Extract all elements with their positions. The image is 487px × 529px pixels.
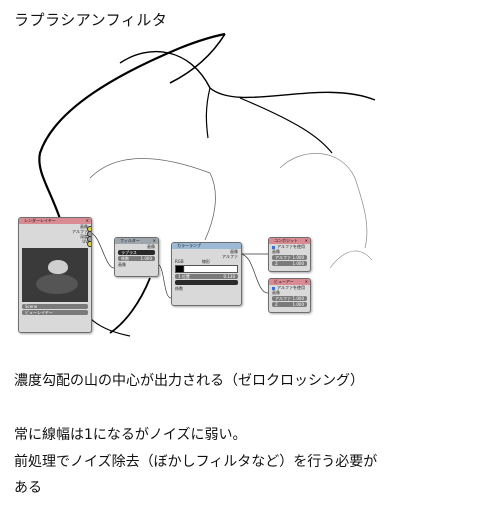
laplacian-figure: レンダーレイヤー ✕ 画像 アルファ 深度 UV Scene ビューレイヤー フ… — [0, 28, 487, 348]
output-alpha: アルファ — [72, 229, 88, 234]
node-title: ビューアー — [274, 279, 294, 284]
body-line: 濃度勾配の山の中心が出力される（ゼロクロッシング） — [14, 373, 364, 389]
page-title: ラプラシアンフィルタ — [14, 11, 168, 29]
input-factor: 係数 — [175, 286, 183, 291]
node-header[interactable]: フィルター ✕ — [115, 238, 158, 244]
checkbox-icon — [272, 245, 275, 249]
input-image: 画像 — [118, 262, 126, 267]
color-swatch[interactable] — [175, 280, 238, 285]
close-icon[interactable]: ✕ — [304, 238, 308, 243]
node-header[interactable]: ビューアー ✕ — [269, 279, 310, 285]
render-preview — [22, 248, 88, 302]
node-header[interactable]: コンポジット ✕ — [269, 238, 310, 244]
output-image: 画像 — [147, 244, 155, 249]
node-title: コンポジット — [274, 238, 298, 243]
use-alpha-checkbox[interactable]: アルファを使用 — [269, 285, 310, 290]
interpolation-dropdown[interactable]: 線形 — [202, 259, 210, 264]
render-layers-node[interactable]: レンダーレイヤー ✕ 画像 アルファ 深度 UV Scene ビューレイヤー — [18, 217, 92, 333]
filter-type-dropdown[interactable]: ラプラス — [118, 250, 155, 255]
output-image: 画像 — [230, 249, 238, 254]
close-icon[interactable]: ✕ — [85, 218, 89, 223]
color-mode-dropdown[interactable]: RGB — [175, 259, 184, 264]
socket-uv-out[interactable] — [87, 241, 91, 247]
preview-shape — [48, 260, 68, 274]
node-header[interactable]: レンダーレイヤー ✕ — [19, 218, 91, 224]
ramp-gradient[interactable] — [175, 265, 238, 273]
output-depth: 深度 — [80, 234, 88, 239]
body-line: 前処理でノイズ除去（ぼかしフィルタなど）を行う必要が — [14, 454, 378, 470]
body-line: 常に線幅は1になるがノイズに弱い。 — [14, 427, 247, 443]
use-alpha-checkbox[interactable]: アルファを使用 — [269, 244, 310, 249]
view-layer-field[interactable]: ビューレイヤー — [22, 310, 88, 315]
scene-field[interactable]: Scene — [22, 304, 88, 309]
ramp-mode-row: RGB 線形 — [172, 259, 241, 264]
preview-shadow — [36, 274, 78, 294]
output-alpha: アルファ — [222, 254, 238, 259]
input-image: 画像 — [272, 290, 280, 295]
body-line: ある — [14, 480, 42, 496]
node-title: フィルター — [120, 238, 140, 243]
close-icon[interactable]: ✕ — [304, 279, 308, 284]
output-image: 画像 — [80, 224, 88, 229]
close-icon[interactable]: ✕ — [152, 238, 156, 243]
node-title: レンダーレイヤー — [24, 218, 56, 223]
checkbox-icon — [272, 286, 275, 290]
output-uv: UV — [82, 239, 88, 244]
input-image: 画像 — [272, 249, 280, 254]
node-header[interactable]: カラーランプ — [172, 243, 241, 249]
node-title: カラーランプ — [177, 243, 201, 248]
